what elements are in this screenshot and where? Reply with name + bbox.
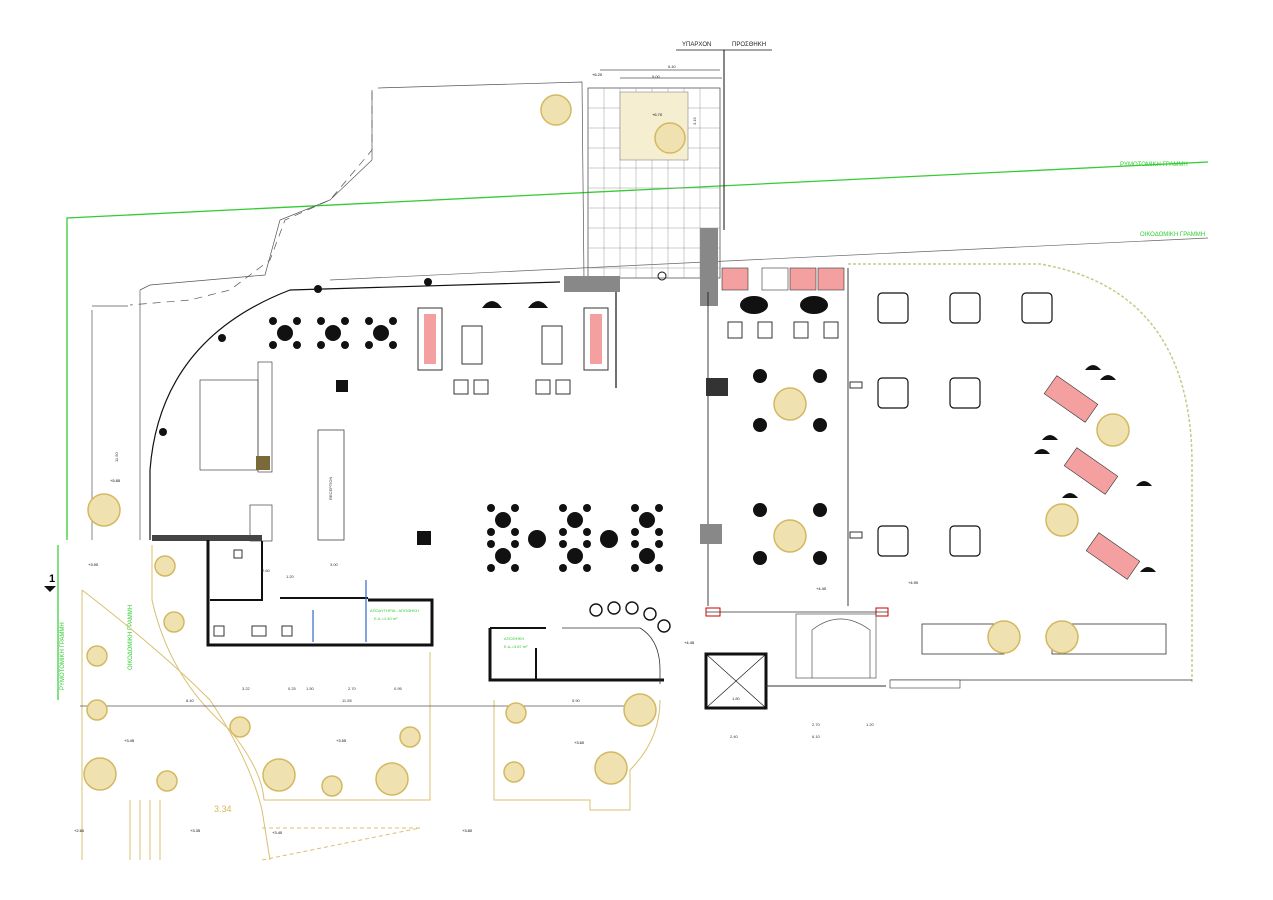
main-building: RECEPTION: [149, 278, 618, 548]
level-marker: +6.70: [652, 112, 663, 117]
level-marker: +4.40: [816, 586, 827, 591]
dimension-text: 2.40: [730, 734, 739, 739]
level-marker: +3.40: [272, 830, 283, 835]
dimension-text: 11.55: [342, 698, 352, 703]
street-lines: ΡΥΜΟΤΟΜΙΚΗ ΓΡΑΜΜΗ ΟΙΚΟΔΟΜΙΚΗ ΓΡΑΜΜΗ ΡΥΜΟ…: [57, 161, 1209, 700]
level-markers: +6.20 +6.70 +5.85 +3.90 +4.45 +4.40 +4.9…: [74, 72, 919, 835]
dimension-text: 5.00: [652, 74, 661, 79]
dimension-text: 0.95: [394, 686, 403, 691]
building-line-label-left: ΟΙΚΟΔΟΜΙΚΗ ΓΡΑΜΜΗ: [128, 605, 134, 670]
dimension-text: 2.70: [812, 722, 821, 727]
wc-area: Ε.Δ.=1.40 m²: [374, 616, 398, 621]
dimension-text: 8.40: [186, 698, 195, 703]
site-boundary: ΥΠΑΡΧΟΝ ΠΡΟΣΘΗΚΗ: [91, 42, 772, 540]
storage-area: Ε.Δ.=3.87 m²: [504, 644, 528, 649]
building-line-label: ΟΙΚΟΔΟΜΙΚΗ ΓΡΑΜΜΗ: [1140, 232, 1205, 238]
section-marker: 1: [44, 573, 56, 592]
section-number: 1: [49, 573, 55, 585]
dimension-text: 11.50: [114, 452, 119, 462]
bottom-dimension: 3.34: [214, 804, 232, 814]
dimension-text: 3.15: [692, 116, 697, 125]
wc-label: ΑΠΟΔΥΤΗΡΙΑ - ΑΠΟΘΗΚΗ: [370, 608, 419, 613]
level-marker: +4.90: [908, 580, 919, 585]
level-marker: +6.20: [592, 72, 603, 77]
dimension-text: 1.20: [866, 722, 875, 727]
dimension-text: 6.40: [668, 64, 677, 69]
existing-label: ΥΠΑΡΧΟΝ: [682, 42, 711, 48]
trees: [83, 94, 1130, 797]
dimension-text: 6.10: [812, 734, 821, 739]
dimension-text: 1.50: [306, 686, 315, 691]
level-marker: +3.60: [574, 740, 585, 745]
addition-label: ΠΡΟΣΘΗΚΗ: [732, 42, 766, 48]
dimension-text: 1.80: [732, 696, 741, 701]
garden: 3.34: [80, 545, 661, 861]
dimension-text: 2.60: [262, 568, 271, 573]
storage-label: ΑΠΟΘΗΚΗ: [504, 636, 524, 641]
dimension-text: 3.00: [330, 562, 339, 567]
dimension-text: 1.20: [286, 574, 295, 579]
dimension-text: 0.25: [288, 686, 297, 691]
dimension-text: 3.22: [242, 686, 251, 691]
reception-label: RECEPTION: [328, 477, 333, 500]
dimension-labels: 6.40 5.00 3.15 11.50 3.22 0.25 1.50 2.70…: [114, 64, 875, 739]
level-marker: +3.45: [124, 738, 135, 743]
middle-terrace: [700, 267, 889, 617]
level-marker: +3.80: [462, 828, 473, 833]
street-line-label-left: ΡΥΜΟΤΟΜΙΚΗ ΓΡΑΜΜΗ: [60, 622, 66, 690]
level-marker: +4.45: [684, 640, 695, 645]
dimension-text: 5.90: [572, 698, 581, 703]
bar-block: ΑΠΟΘΗΚΗ Ε.Δ.=3.87 m²: [488, 601, 671, 684]
level-marker: +2.60: [74, 828, 85, 833]
stairs-lift: [704, 613, 886, 710]
level-marker: +3.55: [336, 738, 347, 743]
wc-block: ΑΠΟΔΥΤΗΡΙΑ - ΑΠΟΘΗΚΗ Ε.Δ.=1.40 m²: [206, 540, 434, 647]
chairs-lounge: [269, 317, 663, 572]
level-marker: +5.85: [110, 478, 121, 483]
right-terrace: [848, 263, 1193, 689]
lounge-sofas: [417, 301, 609, 395]
level-marker: +3.35: [190, 828, 201, 833]
level-marker: +3.90: [88, 562, 99, 567]
street-line-label-upper: ΡΥΜΟΤΟΜΙΚΗ ΓΡΑΜΜΗ: [1120, 162, 1188, 168]
table-sets-lounge: [277, 325, 655, 564]
dimension-text: 2.70: [348, 686, 357, 691]
